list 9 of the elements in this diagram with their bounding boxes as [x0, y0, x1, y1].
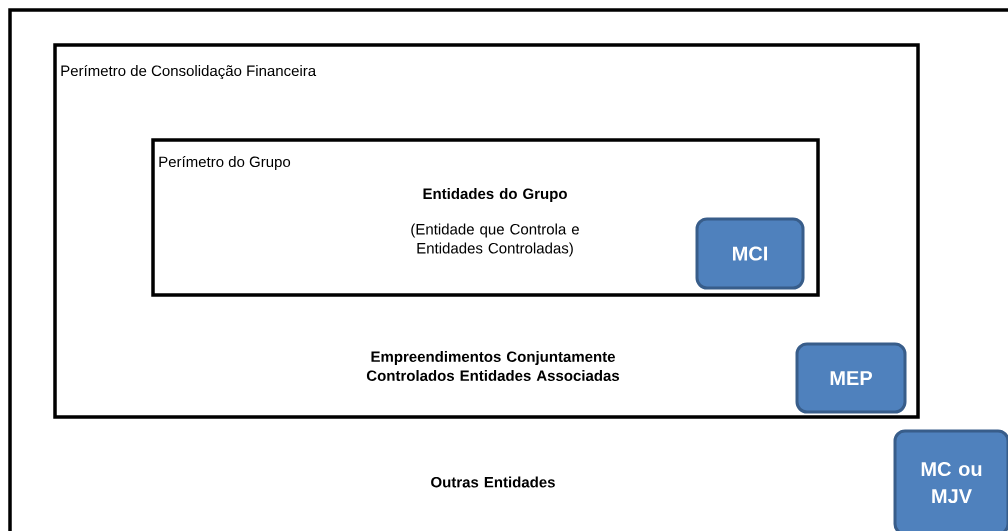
label-text: Entidades do Grupo	[423, 188, 567, 202]
heading: Perímetro do Grupo	[159, 155, 291, 171]
label-text: Outras Entidades	[431, 476, 555, 488]
heading: Perímetro de Consolidação Financeira	[61, 64, 317, 80]
method-badge: MC ou MJV	[893, 429, 1008, 531]
method-badge: MEP	[795, 342, 907, 414]
label-text: Empreendimentos Conjuntamente Controlados Entidades Associadas	[366, 351, 620, 381]
label-text: (Entidade que Controla e Entidades Controladas)	[411, 223, 579, 257]
method-badge: MCI	[695, 217, 805, 290]
